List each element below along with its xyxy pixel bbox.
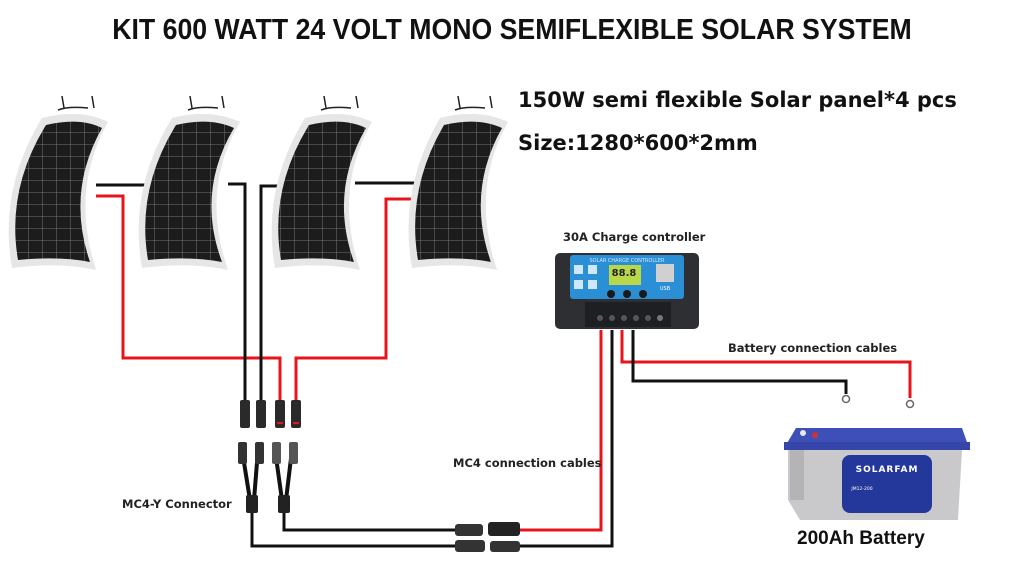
- wire-p4-pos: [294, 197, 415, 400]
- size-spec: Size:1280*600*2mm: [518, 131, 758, 155]
- lcd-display: [609, 265, 641, 285]
- mc4-cable-neg-panel-side: [250, 513, 460, 548]
- controller-button-1[interactable]: [607, 290, 615, 298]
- usb-ports: [656, 264, 674, 282]
- mc4-cable-neg-controller: [520, 330, 614, 548]
- mc4-connectors-top: [240, 400, 301, 428]
- controller-button-3[interactable]: [639, 290, 647, 298]
- battery-model: JM12-200: [850, 486, 872, 492]
- mc4-plug-4: [291, 400, 301, 428]
- battery-brand: SOLARFAM: [856, 465, 919, 475]
- usb-label: USB: [660, 286, 671, 292]
- battery-label: 200Ah Battery: [797, 528, 925, 549]
- mc4-cable-pos-panel-side: [282, 513, 460, 532]
- controller-face-title: SOLAR CHARGE CONTROLLER: [589, 258, 665, 264]
- solar-panel-4: [408, 95, 508, 270]
- solar-panel-3: [271, 95, 372, 270]
- page-title: KIT 600 WATT 24 VOLT MONO SEMIFLEXIBLE S…: [112, 14, 912, 46]
- charge-controller: SOLAR CHARGE CONTROLLER 88.8 USB: [555, 253, 699, 329]
- ring-terminal-pos: [905, 399, 915, 409]
- panel-spec: 150W semi flexible Solar panel*4 pcs: [518, 88, 957, 112]
- mc4-plug-1: [240, 400, 250, 428]
- panel-wires: [96, 181, 415, 400]
- lcd-readout: 88.8: [612, 268, 637, 279]
- mc4-plug-3: [275, 400, 285, 428]
- battery: SOLARFAM JM12-200: [784, 428, 970, 520]
- solar-panel-1: [8, 95, 108, 270]
- mc4-y-connectors: [240, 449, 294, 501]
- controller-label: 30A Charge controller: [563, 230, 706, 244]
- mc4-y-label: MC4-Y Connector: [122, 497, 232, 511]
- ring-terminal-neg: [841, 394, 851, 404]
- battery-cable-neg: [631, 330, 848, 394]
- mc4-cable-pos-controller: [520, 330, 603, 532]
- battery-cables-label: Battery connection cables: [728, 341, 898, 355]
- controller-button-2[interactable]: [623, 290, 631, 298]
- wire-p1-pos: [96, 194, 282, 400]
- mc4-inline-connectors: [455, 522, 520, 552]
- y-junction-pos: [278, 495, 290, 513]
- solar-panel-2: [138, 95, 240, 270]
- wire-p2-neg: [228, 182, 247, 400]
- mc4-cables-label: MC4 connection cables: [453, 456, 602, 470]
- battery-label-panel: [842, 455, 932, 513]
- y-junction-neg: [246, 495, 258, 513]
- mc4-plug-2: [256, 400, 266, 428]
- battery-cable-pos: [620, 330, 912, 398]
